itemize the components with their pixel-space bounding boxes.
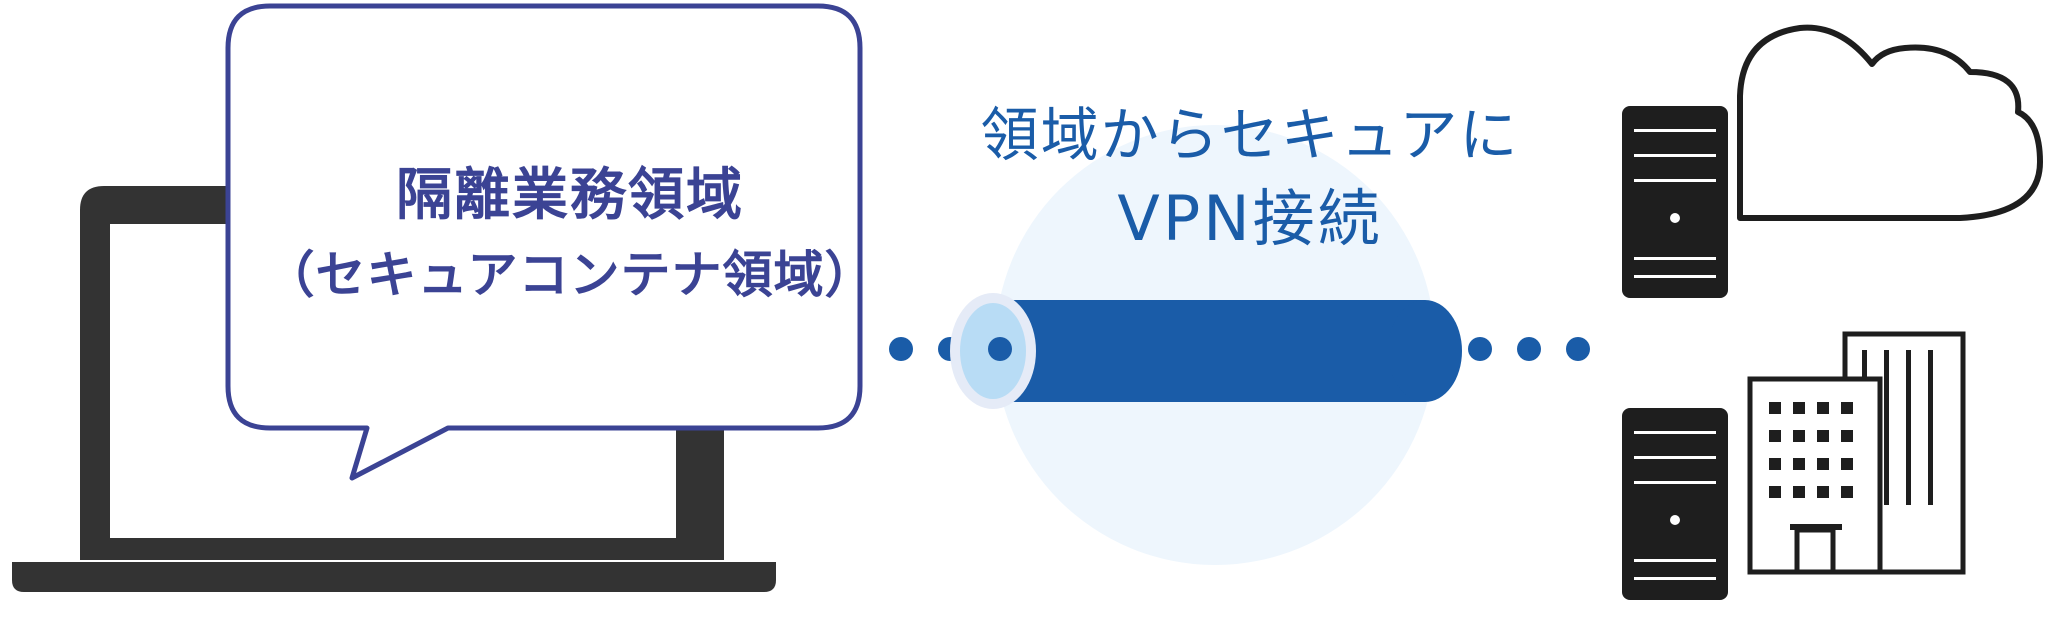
vpn-tunnel-icon (950, 293, 1462, 409)
cloud-icon (1737, 24, 2043, 221)
server-icon (1622, 106, 1728, 298)
connection-dot (1517, 337, 1541, 361)
connection-dot (889, 337, 913, 361)
connection-dot (1468, 337, 1492, 361)
office-building-icon (1747, 331, 1966, 575)
connection-dot (988, 337, 1012, 361)
bubble-subtitle: （セキュアコンテナ領域） (264, 246, 876, 304)
bubble-title: 隔離業務領域 (396, 163, 744, 228)
vpn-caption-line1: 領域からセキュアに (980, 101, 1520, 169)
speech-bubble (225, 3, 863, 481)
server-icon (1622, 408, 1728, 600)
vpn-caption-line2: VPN接続 (1117, 182, 1383, 255)
connection-dot (1566, 337, 1590, 361)
